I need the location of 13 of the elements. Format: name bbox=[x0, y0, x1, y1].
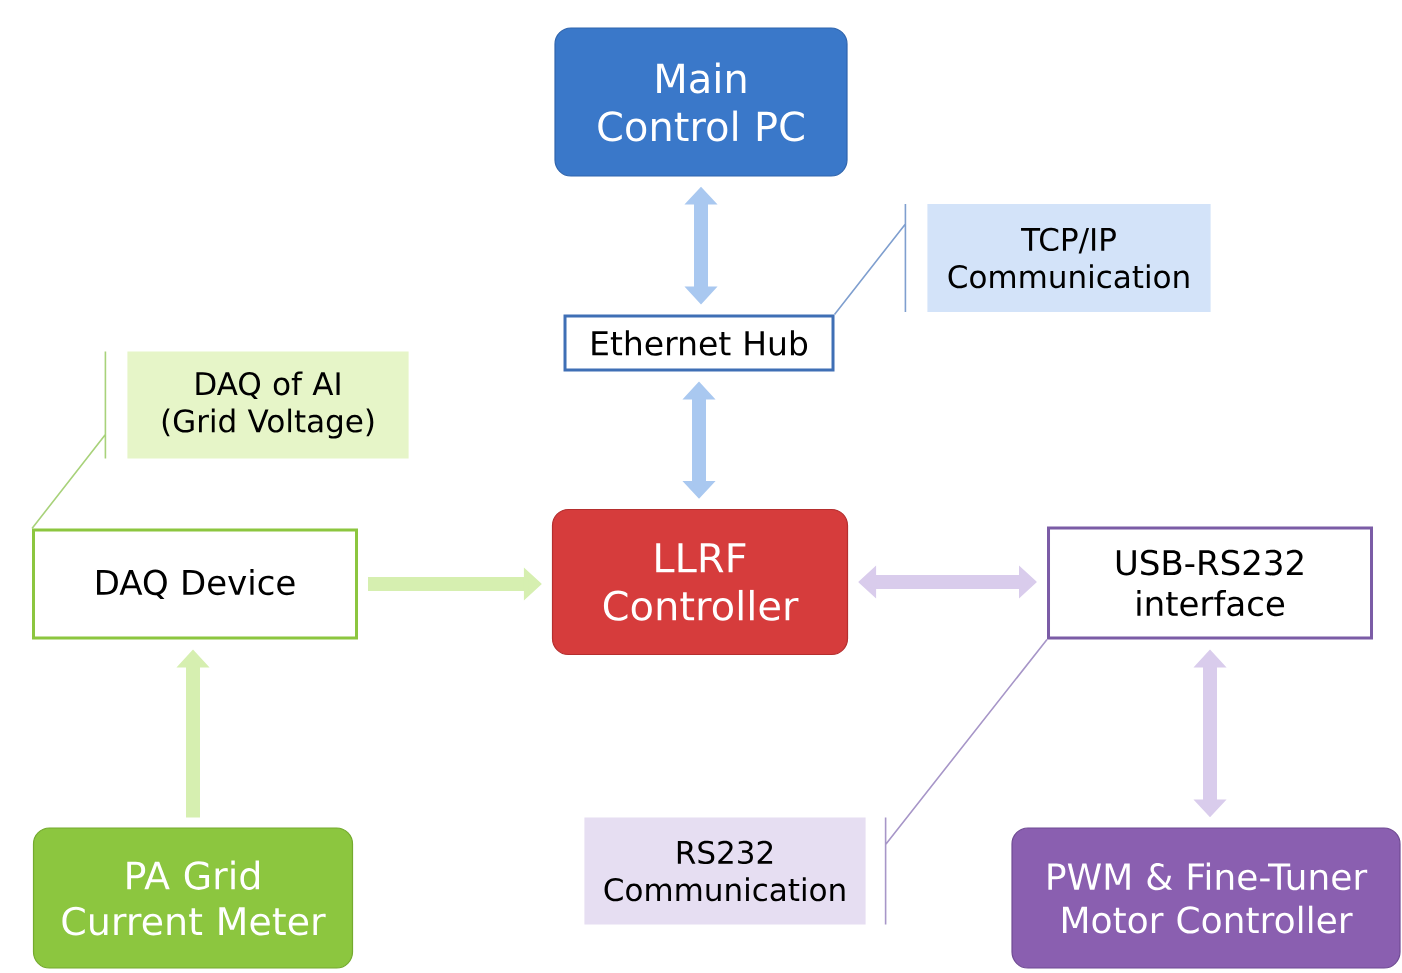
hub-box: Ethernet Hub bbox=[563, 314, 835, 372]
meter-box: PA Grid Current Meter bbox=[32, 827, 354, 969]
leader-line bbox=[833, 203, 907, 316]
callout-box: TCP/IP Communication bbox=[927, 203, 1211, 313]
leader-line bbox=[884, 638, 1048, 926]
process-box: Main Control PC bbox=[554, 27, 848, 177]
device-box: DAQ Device bbox=[32, 528, 358, 640]
callout-box: DAQ of AI (Grid Voltage) bbox=[127, 351, 409, 459]
controller-box: PWM & Fine-Tuner Motor Controller bbox=[1011, 827, 1401, 969]
controller-box: LLRF Controller bbox=[551, 508, 849, 656]
interface-box: USB-RS232 interface bbox=[1047, 526, 1373, 640]
callout-box: RS232 Communication bbox=[584, 817, 866, 925]
leader-line bbox=[31, 350, 107, 530]
